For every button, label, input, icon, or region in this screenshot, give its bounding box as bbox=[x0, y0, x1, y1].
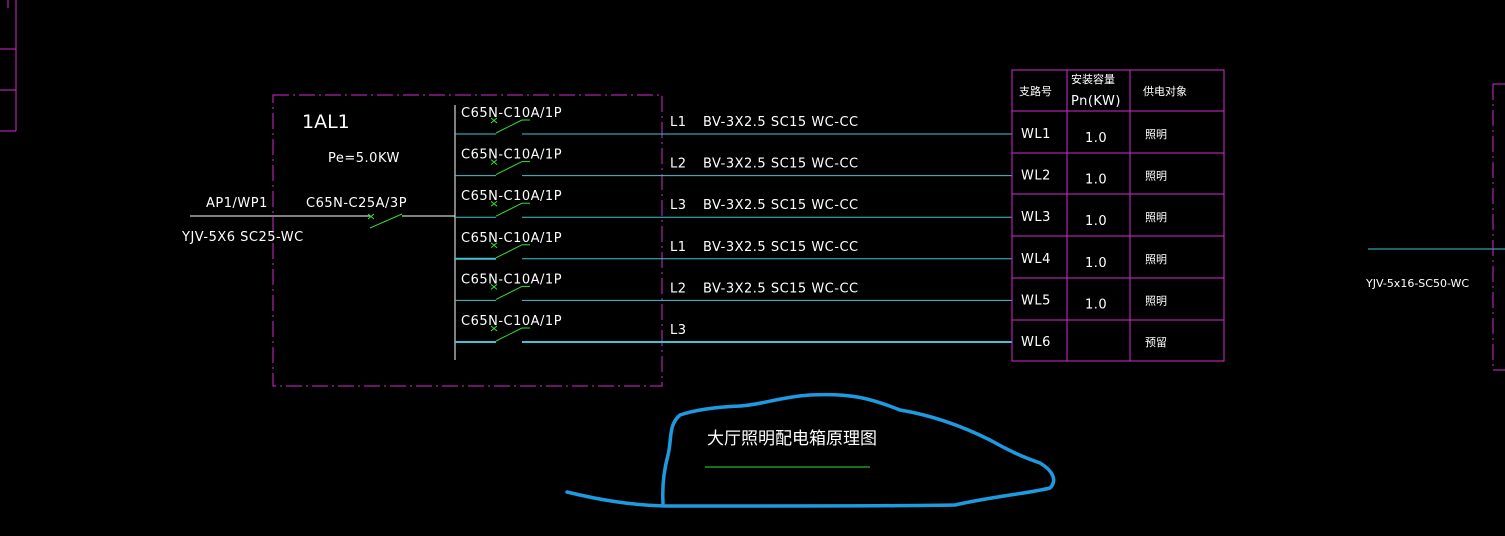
branch-circuit: C65N-C10A/1P L1 BV-3X2.5 SC15 WC-CC bbox=[455, 106, 1012, 135]
branch-phase-label: L1 bbox=[670, 240, 687, 255]
right-cable-label: YJV-5x16-SC50-WC bbox=[1365, 277, 1469, 290]
table-circuit-id: WL2 bbox=[1021, 169, 1051, 184]
branch-cable-label: BV-3X2.5 SC15 WC-CC bbox=[703, 281, 859, 296]
branch-phase-label: L2 bbox=[670, 157, 687, 172]
panel-power: Pe=5.0KW bbox=[328, 151, 400, 166]
branch-breaker-switch bbox=[495, 244, 523, 259]
branch-circuit: C65N-C10A/1P L2 BV-3X2.5 SC15 WC-CC bbox=[455, 148, 1012, 177]
drawing-title: 大厅照明配电箱原理图 bbox=[707, 429, 877, 449]
branch-breaker-switch bbox=[495, 202, 523, 217]
branch-breaker-switch bbox=[495, 285, 523, 300]
branch-breaker-label: C65N-C10A/1P bbox=[461, 189, 562, 204]
table-capacity-value: 1.0 bbox=[1085, 297, 1107, 312]
table-circuit-id: WL4 bbox=[1021, 252, 1051, 267]
header-load: 供电对象 bbox=[1143, 84, 1187, 98]
hand-drawn-markup-outline bbox=[565, 392, 1056, 508]
breaker-cross-mark bbox=[490, 159, 498, 165]
branch-cable-label: BV-3X2.5 SC15 WC-CC bbox=[703, 198, 859, 213]
header-capacity-line2: Pn(KW) bbox=[1071, 94, 1121, 109]
branch-cable-label: BV-3X2.5 SC15 WC-CC bbox=[703, 115, 859, 130]
table-capacity-value: 1.0 bbox=[1085, 131, 1107, 146]
header-circuit-no: 支路号 bbox=[1019, 85, 1052, 98]
table-circuit-id: WL1 bbox=[1021, 127, 1051, 142]
incoming-cable-label: YJV-5X6 SC25-WC bbox=[181, 230, 304, 245]
branch-breaker-switch bbox=[495, 161, 523, 176]
table-load-name: 照明 bbox=[1145, 211, 1167, 224]
breaker-cross-mark bbox=[490, 200, 498, 207]
branch-cable-label: BV-3X2.5 SC15 WC-CC bbox=[703, 240, 859, 255]
branch-phase-label: L3 bbox=[670, 198, 687, 213]
branch-breaker-label: C65N-C10A/1P bbox=[461, 106, 562, 121]
table-load-name: 照明 bbox=[1145, 170, 1167, 183]
circuit-table bbox=[1011, 69, 1225, 362]
branch-circuit: C65N-C10A/1P L3 bbox=[455, 314, 1012, 343]
branch-circuit: C65N-C10A/1P L2 BV-3X2.5 SC15 WC-CC bbox=[455, 272, 1012, 301]
incoming-source-label: AP1/WP1 bbox=[206, 196, 268, 211]
table-circuit-id: WL3 bbox=[1021, 210, 1051, 225]
table-load-name: 照明 bbox=[1145, 294, 1167, 307]
distribution-box-frame bbox=[272, 94, 663, 387]
branch-circuit: C65N-C10A/1P L1 BV-3X2.5 SC15 WC-CC bbox=[455, 231, 1012, 260]
table-circuit-id: WL5 bbox=[1021, 293, 1051, 308]
table-capacity-value: 1.0 bbox=[1085, 214, 1107, 229]
branch-cable-label: BV-3X2.5 SC15 WC-CC bbox=[703, 157, 859, 172]
right-partial-panel bbox=[1368, 83, 1505, 371]
branch-phase-label: L3 bbox=[670, 323, 687, 338]
table-load-name: 预留 bbox=[1145, 336, 1167, 349]
table-load-name: 照明 bbox=[1145, 128, 1167, 141]
branch-breaker-switch bbox=[495, 119, 523, 134]
breaker-cross-mark bbox=[490, 242, 498, 249]
table-capacity-value: 1.0 bbox=[1085, 256, 1107, 271]
table-load-name: 照明 bbox=[1145, 253, 1167, 266]
branch-breaker-label: C65N-C10A/1P bbox=[461, 148, 562, 163]
main-breaker-switch bbox=[367, 213, 403, 229]
branch-breaker-switch bbox=[495, 327, 523, 342]
panel-name: 1AL1 bbox=[302, 111, 350, 133]
breaker-cross-mark bbox=[490, 117, 498, 124]
branch-phase-label: L2 bbox=[670, 281, 687, 296]
breaker-cross-mark bbox=[490, 284, 498, 290]
branch-circuit: C65N-C10A/1P L3 BV-3X2.5 SC15 WC-CC bbox=[455, 189, 1012, 218]
table-capacity-value: 1.0 bbox=[1085, 173, 1107, 188]
main-breaker-label: C65N-C25A/3P bbox=[306, 196, 407, 211]
branch-breaker-label: C65N-C10A/1P bbox=[461, 314, 562, 329]
breaker-cross-mark bbox=[490, 325, 498, 332]
branch-breaker-label: C65N-C10A/1P bbox=[461, 231, 562, 246]
branch-breaker-label: C65N-C10A/1P bbox=[461, 272, 562, 287]
header-capacity-line1: 安装容量 bbox=[1071, 72, 1115, 86]
table-circuit-id: WL6 bbox=[1021, 335, 1051, 350]
branch-phase-label: L1 bbox=[670, 115, 687, 130]
left-edge-frame-fragment bbox=[0, 0, 17, 132]
